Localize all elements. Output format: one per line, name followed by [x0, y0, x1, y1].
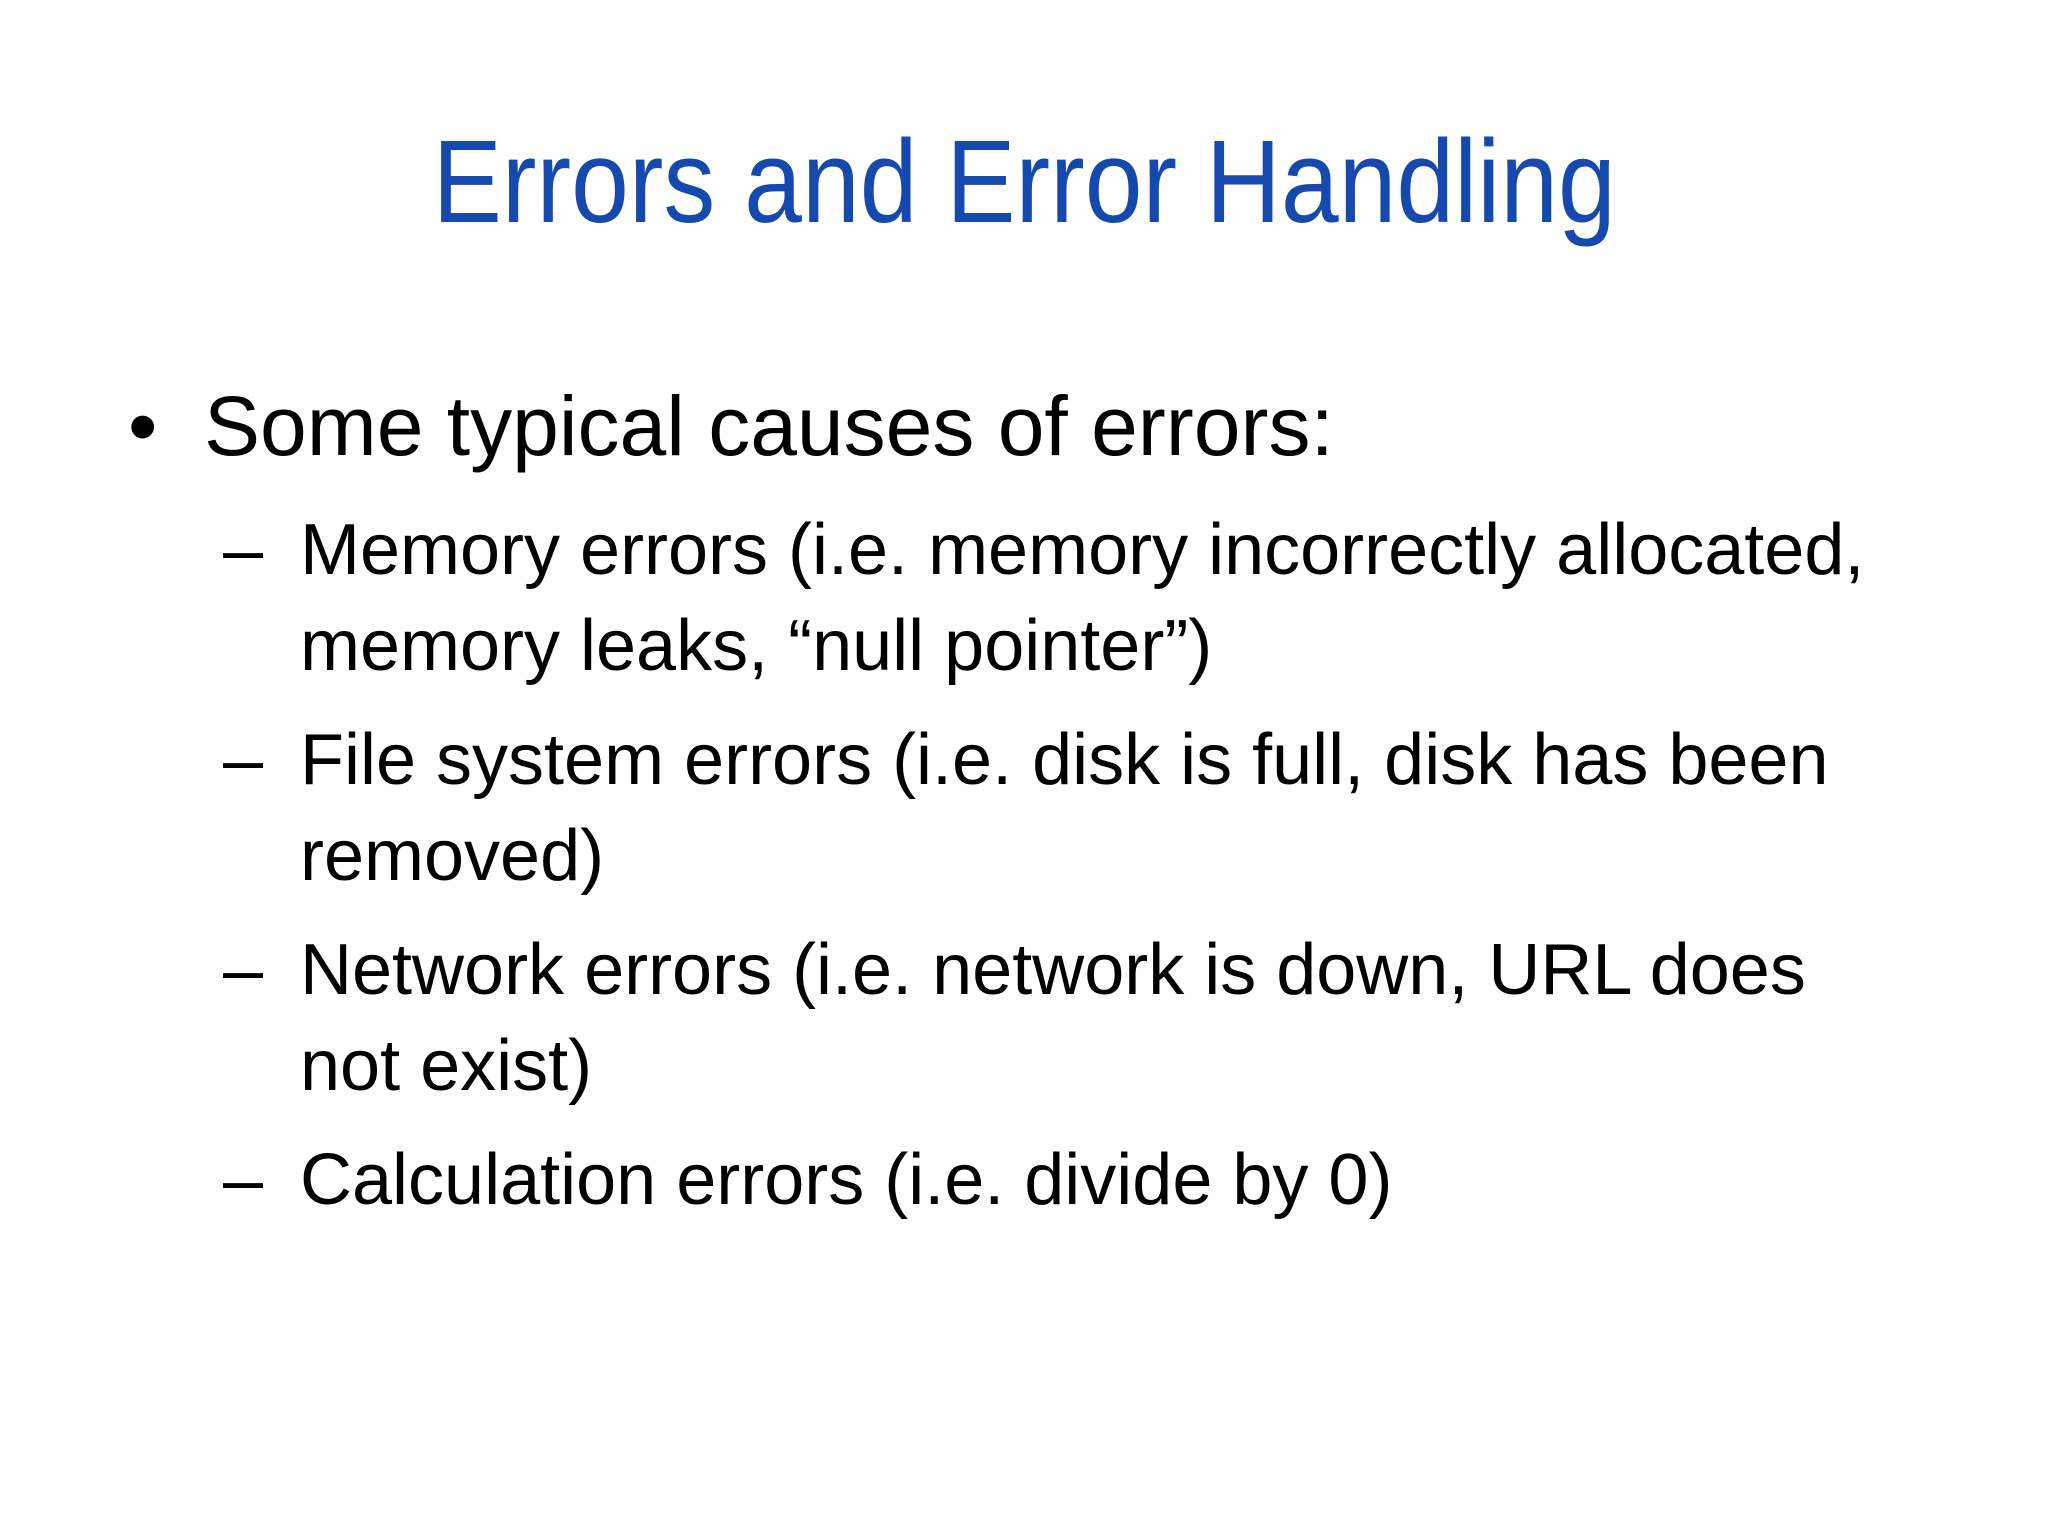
slide-title: Errors and Error Handling [0, 112, 2048, 254]
dash-marker: – [223, 930, 264, 1010]
bullet-dot-marker: • [128, 379, 158, 473]
bullet-item-main: • Some typical causes of errors: [128, 372, 1988, 480]
bullet-text: Some typical causes of errors: [204, 379, 1334, 473]
sub-bullet-text: File system errors (i.e. disk is full, d… [300, 712, 1988, 904]
dash-marker: – [223, 1140, 264, 1220]
text-line: File system errors (i.e. disk is full, d… [300, 720, 1829, 800]
text-line: not exist) [300, 1026, 593, 1106]
sub-bullet-item-network: – Network errors (i.e. network is down, … [223, 922, 1988, 1114]
sub-bullet-item-memory: – Memory errors (i.e. memory incorrectly… [223, 502, 1988, 694]
slide-title-text: Errors and Error Handling [432, 116, 1616, 248]
dash-marker: – [223, 720, 264, 800]
sub-bullet-text: Calculation errors (i.e. divide by 0) [300, 1132, 1988, 1228]
text-line: Calculation errors (i.e. divide by 0) [300, 1140, 1393, 1220]
text-line: removed) [300, 816, 605, 896]
sub-bullet-text: Network errors (i.e. network is down, UR… [300, 922, 1988, 1114]
slide-body: • Some typical causes of errors: – Memor… [128, 372, 1988, 1246]
sub-bullet-item-filesystem: – File system errors (i.e. disk is full,… [223, 712, 1988, 904]
text-line: memory leaks, “null pointer”) [300, 606, 1213, 686]
text-line: Memory errors (i.e. memory incorrectly a… [300, 510, 1865, 590]
sub-bullet-item-calculation: – Calculation errors (i.e. divide by 0) [223, 1132, 1988, 1228]
sub-bullet-text: Memory errors (i.e. memory incorrectly a… [300, 502, 1988, 694]
dash-marker: – [223, 510, 264, 590]
text-line: Network errors (i.e. network is down, UR… [300, 930, 1806, 1010]
